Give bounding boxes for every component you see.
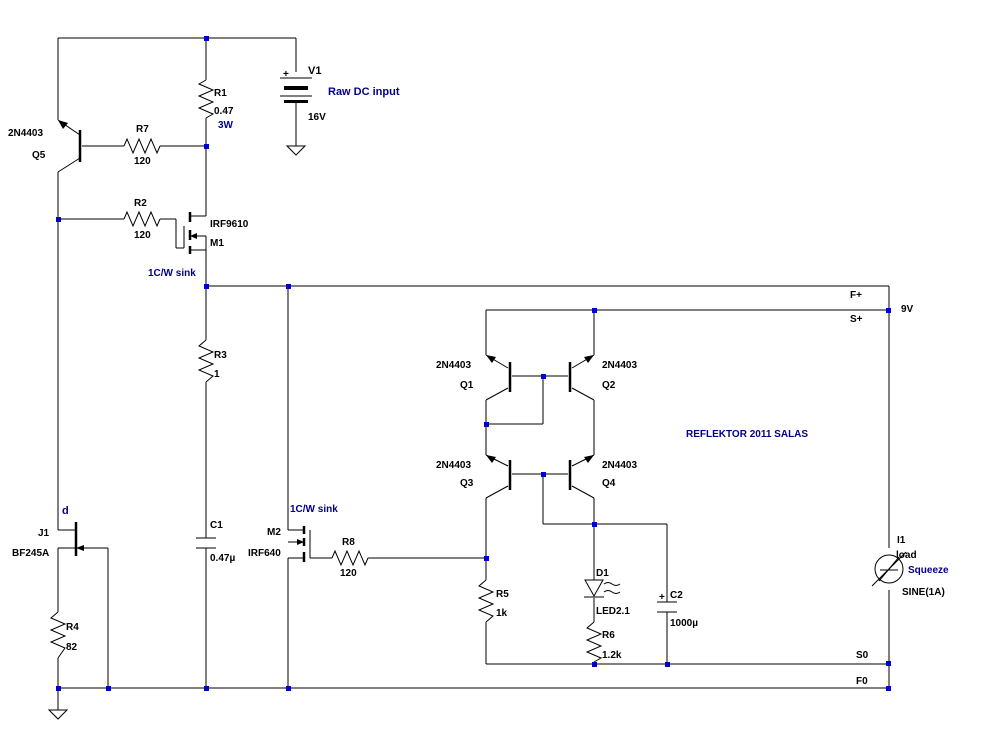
q4-ref-label: Q4 — [602, 478, 616, 489]
r2-ref-label: R2 — [134, 198, 147, 209]
r3-resistor-symbol — [197, 339, 215, 383]
r3-value-label: 1 — [214, 369, 220, 380]
m1-mosfet-symbol — [176, 212, 197, 254]
c2-value-label: 1000µ — [670, 618, 698, 629]
r8-ref-label: R8 — [342, 537, 355, 548]
v1-ref-label: V1 — [308, 65, 321, 77]
r7-resistor-symbol — [123, 137, 161, 155]
i1-load-label: load — [896, 550, 917, 561]
m1-ref-label: M1 — [210, 238, 224, 249]
q1-ref-label: Q1 — [460, 380, 474, 391]
q3-model-label: 2N4403 — [436, 460, 471, 471]
j1-drain-label: d — [62, 505, 69, 517]
c1-value-label: 0.47µ — [210, 553, 235, 564]
c1-capacitor-symbol — [196, 537, 216, 549]
r4-ref-label: R4 — [66, 622, 79, 633]
m2-ref-label: M2 — [267, 527, 281, 538]
d1-ref-label: D1 — [596, 568, 609, 579]
q5-model-label: 2N4403 — [8, 128, 43, 139]
i1-current-source-symbol — [871, 551, 907, 587]
r1-power-note: 3W — [218, 120, 234, 131]
junctions — [56, 36, 891, 691]
r3-ref-label: R3 — [214, 350, 227, 361]
v1-plus-sign: + — [283, 69, 289, 80]
c1-ref-label: C1 — [210, 520, 223, 531]
net-s0-label: S0 — [856, 650, 869, 661]
i1-ref-label: I1 — [897, 535, 906, 546]
m1-heatsink-note: 1C/W sink — [148, 268, 196, 279]
c2-capacitor-symbol: + — [657, 592, 677, 613]
r5-resistor-symbol — [477, 579, 495, 623]
r6-ref-label: R6 — [602, 630, 615, 641]
q2-ref-label: Q2 — [602, 380, 616, 391]
net-s-plus-label: S+ — [850, 314, 863, 325]
r4-resistor-symbol — [49, 611, 67, 659]
r7-ref-label: R7 — [136, 124, 149, 135]
v1-voltage-label: 16V — [308, 112, 326, 123]
net-9v-label: 9V — [901, 304, 914, 315]
q2-model-label: 2N4403 — [602, 360, 637, 371]
ground-icon — [285, 145, 307, 156]
ground-icon — [47, 709, 69, 720]
j1-ref-label: J1 — [38, 528, 50, 539]
r4-value-label: 82 — [66, 642, 78, 653]
q5-transistor-symbol — [58, 120, 82, 162]
wires — [57, 37, 890, 710]
m2-heatsink-note: 1C/W sink — [290, 504, 338, 515]
q5-ref-label: Q5 — [32, 150, 46, 161]
r6-value-label: 1.2k — [602, 650, 622, 661]
r5-value-label: 1k — [496, 608, 508, 619]
d1-model-label: LED2.1 — [596, 606, 630, 617]
v1-description-label: Raw DC input — [328, 86, 400, 98]
r8-resistor-symbol — [331, 549, 369, 567]
m2-mosfet-symbol — [297, 526, 311, 562]
r2-value-label: 120 — [134, 230, 151, 241]
q2-transistor-symbol — [568, 355, 594, 392]
r2-resistor-symbol — [123, 210, 161, 228]
m1-model-label: IRF9610 — [210, 219, 249, 230]
net-f-plus-label: F+ — [850, 290, 862, 301]
r8-value-label: 120 — [340, 568, 357, 579]
net-f0-label: F0 — [856, 676, 868, 687]
q4-transistor-symbol — [568, 455, 594, 490]
r1-value-label: 0.47 — [214, 106, 234, 117]
q1-model-label: 2N4403 — [436, 360, 471, 371]
r1-ref-label: R1 — [214, 88, 227, 99]
q1-transistor-symbol — [486, 355, 512, 392]
m2-model-label: IRF640 — [248, 548, 281, 559]
q3-ref-label: Q3 — [460, 478, 474, 489]
v1-battery-symbol: + — [280, 69, 312, 103]
q4-model-label: 2N4403 — [602, 460, 637, 471]
q3-transistor-symbol — [486, 455, 512, 490]
i1-squeeze-label: Squeeze — [908, 565, 949, 576]
d1-led-symbol — [584, 579, 621, 598]
r7-value-label: 120 — [134, 156, 151, 167]
c2-ref-label: C2 — [670, 590, 683, 601]
r5-ref-label: R5 — [496, 589, 509, 600]
c2-plus-sign: + — [659, 592, 665, 603]
i1-value-label: SINE(1A) — [902, 587, 945, 598]
j1-jfet-symbol — [74, 522, 84, 556]
circuit-title: REFLEKTOR 2011 SALAS — [686, 429, 808, 440]
j1-model-label: BF245A — [12, 548, 49, 559]
r1-resistor-symbol — [197, 79, 215, 119]
r6-resistor-symbol — [585, 621, 603, 663]
